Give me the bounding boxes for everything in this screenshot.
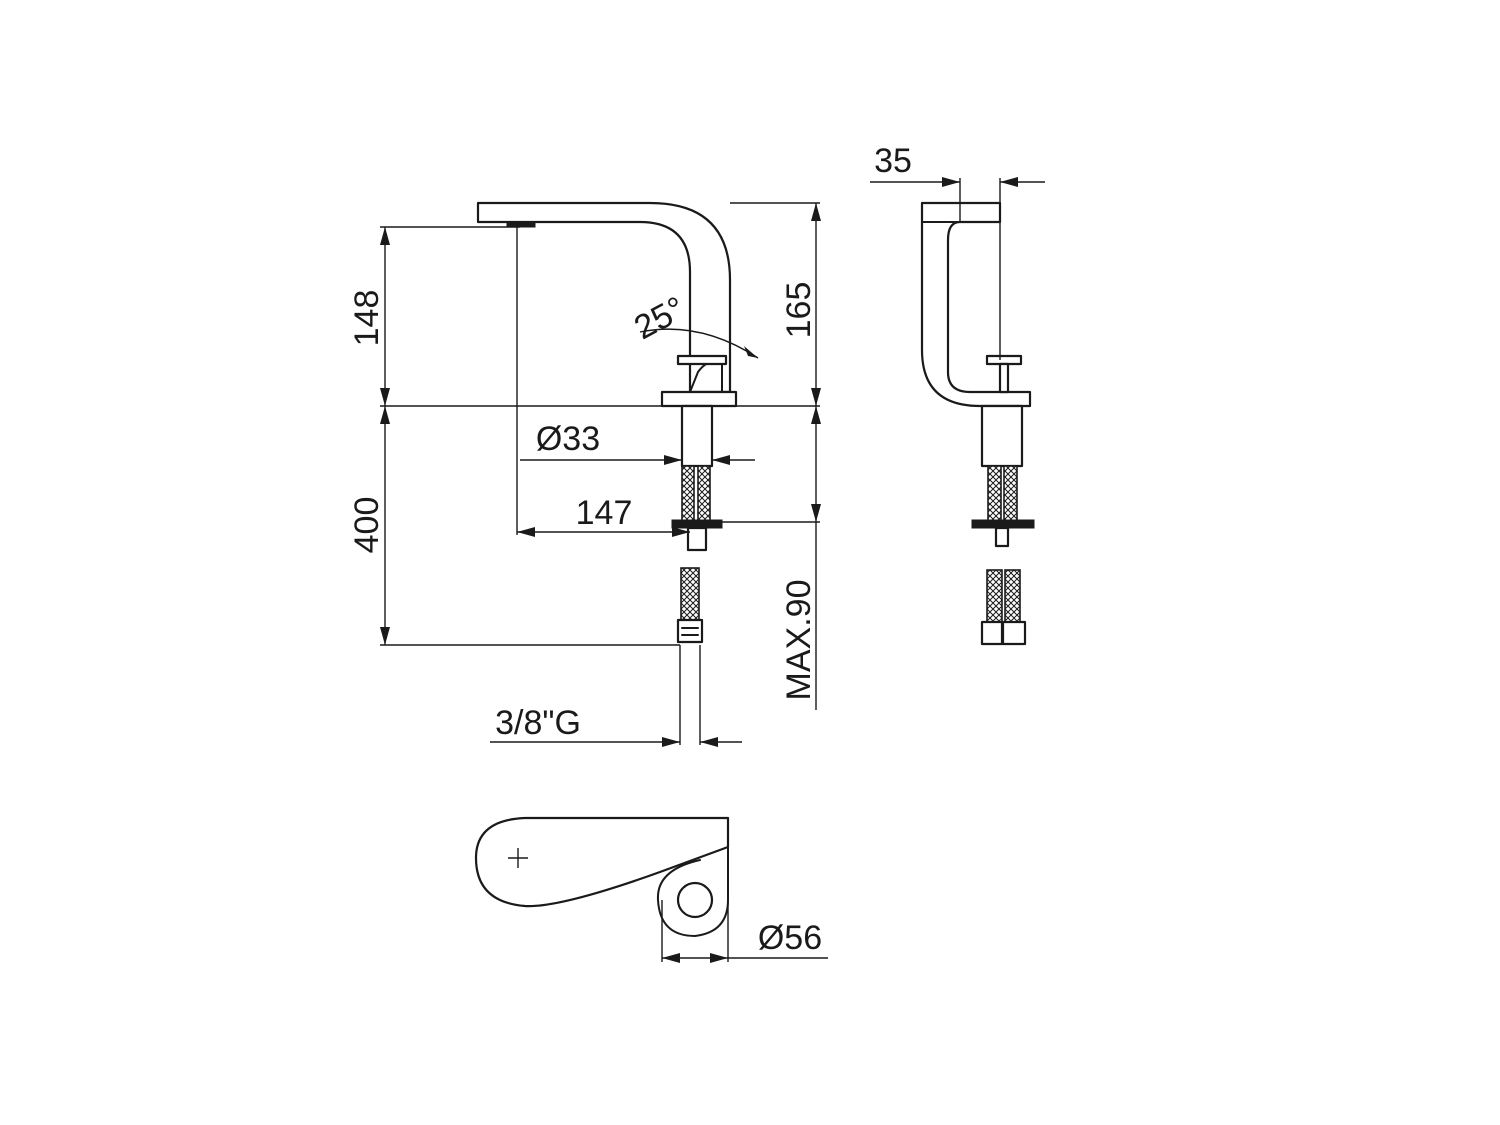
dim-148-label: 148 xyxy=(348,290,386,347)
angle-arc xyxy=(639,328,759,359)
top-view xyxy=(474,816,828,963)
dim-max90-label: MAX.90 xyxy=(780,580,818,701)
hose-fitting xyxy=(676,618,704,644)
dim-56-label: Ø56 xyxy=(758,919,822,957)
dim-400-label: 400 xyxy=(348,497,386,554)
side-hose-right xyxy=(1003,465,1018,523)
hose-right xyxy=(697,465,711,523)
dim-connection-label: 3/8"G xyxy=(495,704,581,742)
top-base-outline xyxy=(656,817,729,937)
dim-angle-label: 25° xyxy=(628,289,691,347)
base-plate xyxy=(660,390,738,408)
dim-33-label: Ø33 xyxy=(536,420,600,458)
top-lever-outline xyxy=(474,816,730,908)
shank xyxy=(680,404,714,468)
hose-end xyxy=(680,567,700,621)
dim-165-label: 165 xyxy=(780,282,818,339)
front-view xyxy=(476,201,759,644)
dim-147-label: 147 xyxy=(576,494,633,532)
side-hose-end-left xyxy=(986,569,1003,623)
side-lever-knob xyxy=(985,354,1023,366)
threaded-rod xyxy=(686,526,708,552)
side-spout-outline xyxy=(920,201,1032,408)
dim-35-label: 35 xyxy=(874,142,912,180)
outlet-circle xyxy=(676,881,714,919)
side-hose-end-right xyxy=(1004,569,1021,623)
side-dimensions xyxy=(870,177,1045,360)
aerator xyxy=(506,221,536,228)
side-shank xyxy=(980,404,1024,468)
side-view xyxy=(920,201,1035,646)
front-dimensions xyxy=(380,202,821,747)
side-fixing-nut xyxy=(971,519,1035,529)
fixing-nut xyxy=(671,519,723,529)
side-hose-left xyxy=(987,465,1002,523)
lever-knob xyxy=(676,354,728,366)
center-mark xyxy=(508,848,528,868)
hose-left xyxy=(681,465,695,523)
